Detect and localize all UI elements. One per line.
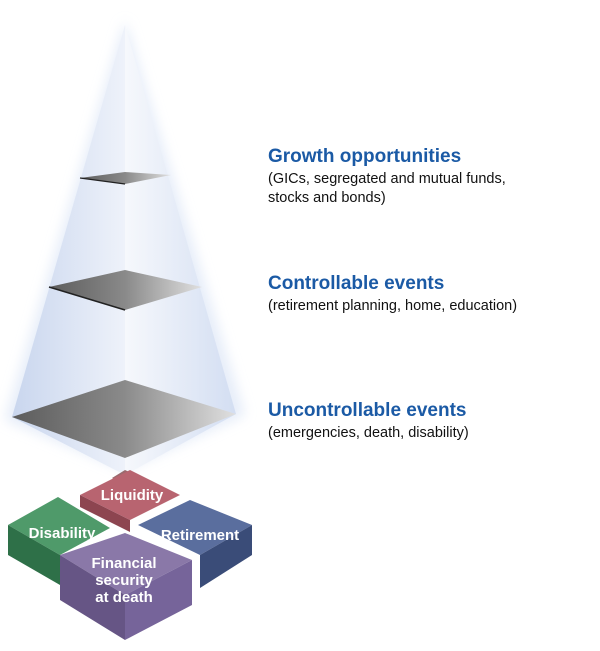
shelf-middle (49, 270, 202, 310)
level-title: Uncontrollable events (268, 400, 467, 421)
block-liquidity (80, 470, 180, 532)
block-label-disability: Disability (29, 525, 96, 542)
level-title: Controllable events (268, 273, 445, 294)
block-disability (8, 497, 110, 585)
level-desc: (GICs, segregated and mutual funds, (268, 171, 506, 187)
block-financial (60, 533, 192, 640)
pyramid-right-face (125, 25, 236, 475)
pyramid-left-face (12, 25, 125, 475)
level-desc: (emergencies, death, disability) (268, 425, 469, 441)
block-label-financial-2: security (95, 572, 153, 589)
level-growth: Growth opportunities (GICs, segregated a… (268, 146, 506, 208)
block-label-financial-1: Financial (91, 555, 156, 572)
block-retirement (138, 500, 252, 588)
level-uncontrollable: Uncontrollable events (emergencies, deat… (268, 400, 469, 443)
block-label-liquidity: Liquidity (101, 487, 164, 504)
block-label-retirement: Retirement (161, 527, 239, 544)
level-title: Growth opportunities (268, 146, 462, 167)
shelf-bottom (12, 380, 236, 458)
level-controllable: Controllable events (retirement planning… (268, 273, 517, 316)
level-desc: stocks and bonds) (268, 190, 386, 206)
level-desc: (retirement planning, home, education) (268, 298, 518, 314)
block-label-financial-3: at death (95, 589, 153, 606)
